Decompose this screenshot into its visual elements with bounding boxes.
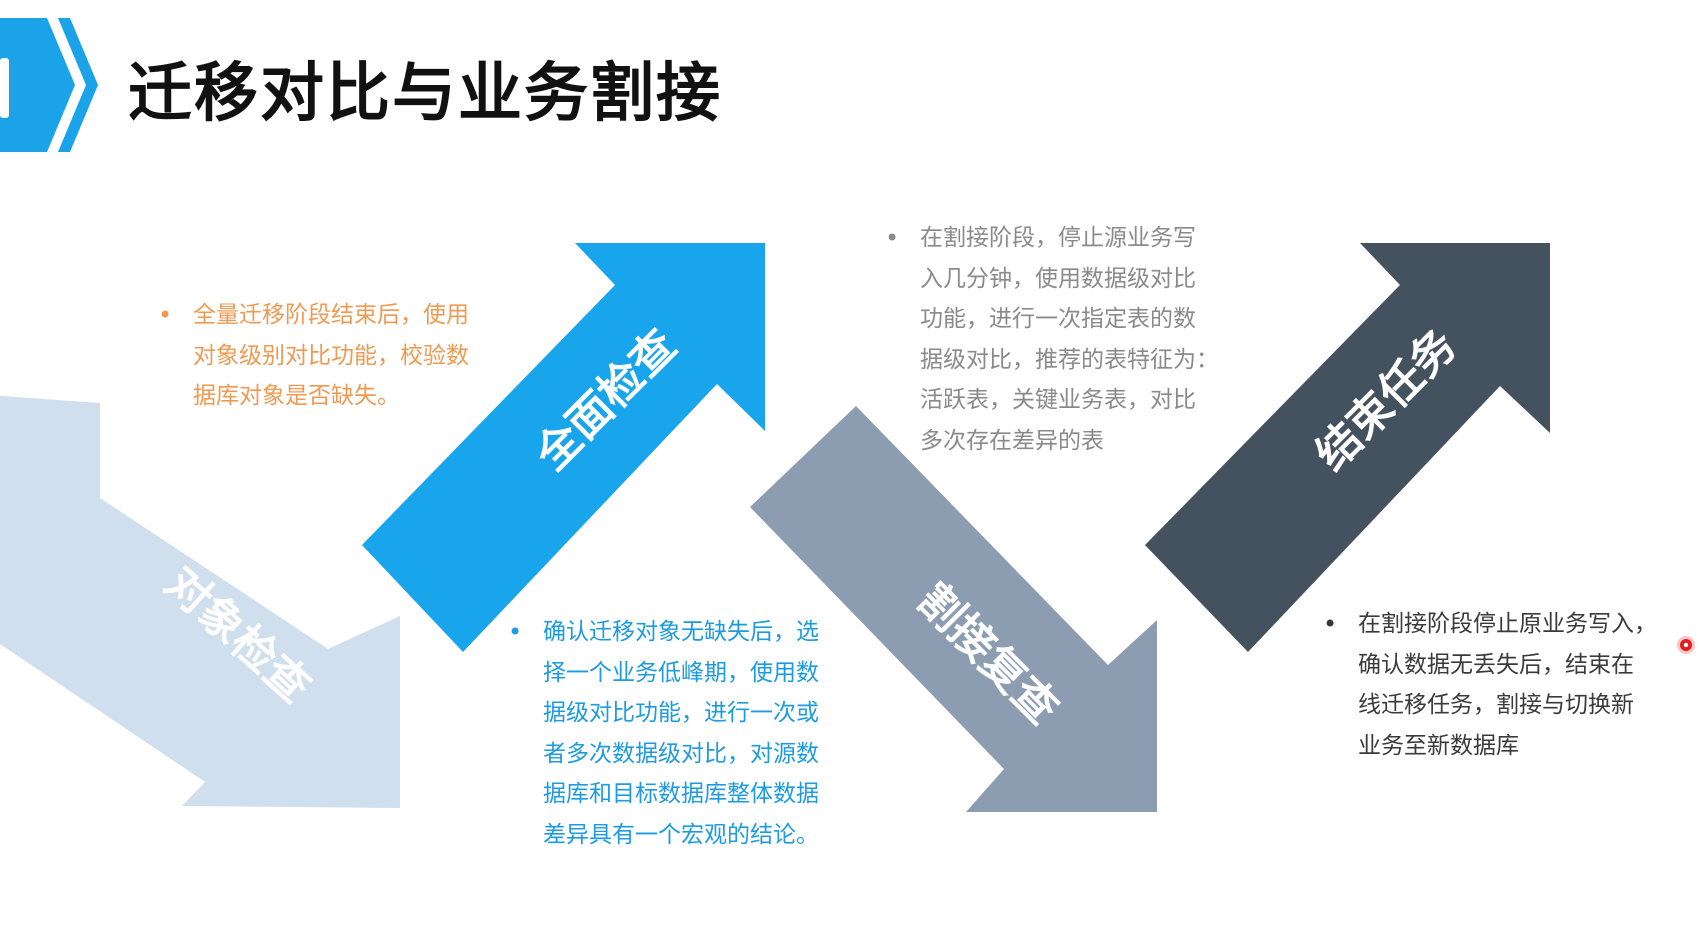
bullet-dot-icon: • <box>508 618 523 646</box>
step-arrow-2-shape <box>362 243 765 652</box>
step-note-2: • 确认迁移对象无缺失后，选 择一个业务低峰期，使用数 据级对比功能，进行一次或… <box>508 612 873 855</box>
header-chevron-badge-icon <box>0 18 98 152</box>
step-arrow-3-shape <box>750 406 1157 812</box>
step-note-1-text: 全量迁移阶段结束后，使用 对象级别对比功能，校验数 据库对象是否缺失。 <box>193 302 469 409</box>
step-note-4-text: 在割接阶段停止原业务写入， 确认数据无丢失后，结束在 线迁移任务，割接与切换新 … <box>1358 611 1657 759</box>
step-note-2-text: 确认迁移对象无缺失后，选 择一个业务低峰期，使用数 据级对比功能，进行一次或 者… <box>543 619 819 848</box>
bullet-dot-icon: • <box>885 224 900 252</box>
bullet-dot-icon: • <box>1323 610 1338 638</box>
laser-pointer-icon <box>1677 636 1695 654</box>
step-note-1: • 全量迁移阶段结束后，使用 对象级别对比功能，校验数 据库对象是否缺失。 <box>158 295 503 417</box>
bullet-dot-icon: • <box>158 301 173 329</box>
page-title: 迁移对比与业务割接 <box>128 57 722 131</box>
step-note-3-text: 在割接阶段，停止源业务写 入几分钟，使用数据级对比 功能，进行一次指定表的数 据… <box>920 225 1219 454</box>
step-note-3: • 在割接阶段，停止源业务写 入几分钟，使用数据级对比 功能，进行一次指定表的数… <box>885 218 1260 461</box>
step-arrow-4-shape <box>1145 243 1550 652</box>
step-arrow-1-shape <box>0 395 400 808</box>
step-arrow-1: 对象检查 <box>0 395 400 808</box>
step-note-4: • 在割接阶段停止原业务写入， 确认数据无丢失后，结束在 线迁移任务，割接与切换… <box>1323 604 1688 766</box>
